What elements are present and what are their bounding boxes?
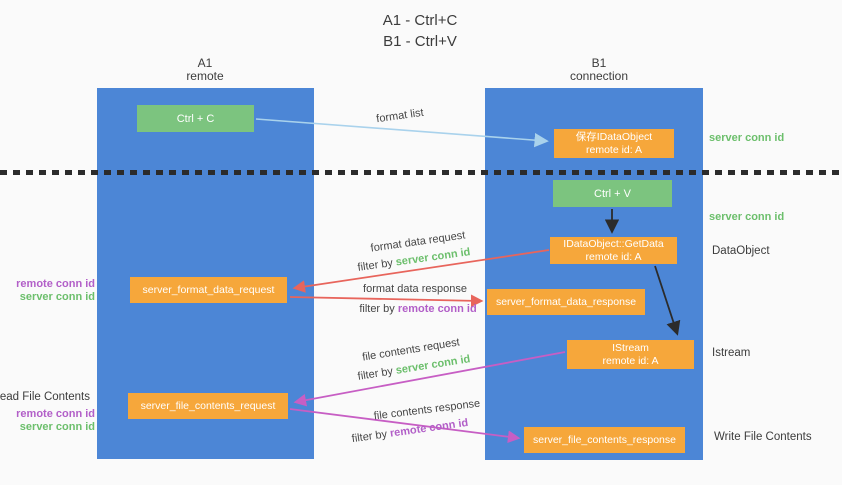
right-label-server-conn-id-top: server conn id (709, 132, 785, 144)
lane-b1-name: B1 (591, 56, 607, 70)
session-divider-dashed-line (0, 170, 842, 175)
lane-header-b1: B1 connection (539, 57, 659, 83)
right-label-dataobject: DataObject (712, 245, 770, 257)
lane-b1-role: connection (569, 69, 629, 83)
filter-by-text: filter by (351, 427, 391, 446)
filter-by-text: filter by (356, 256, 397, 274)
node-format-request-label: server_format_data_request (142, 283, 275, 296)
lane-a1-role: remote (186, 69, 224, 83)
node-ctrl-c-label: Ctrl + C (176, 112, 215, 125)
label-filter-format-response: filter by remote conn id (338, 303, 498, 315)
left-label-server-conn-id-bottom: server conn id (19, 421, 95, 433)
node-server-format-data-request: server_format_data_request (130, 277, 287, 303)
node-save-line2: remote id: A (585, 143, 643, 156)
lane-a1-name: A1 (197, 56, 213, 70)
label-format-data-response: format data response (345, 283, 485, 295)
node-ctrl-v-label: Ctrl + V (594, 187, 631, 200)
node-idataobject-getdata: IDataObject::GetData remote id: A (550, 237, 677, 264)
filter-by-text: filter by (356, 364, 397, 383)
node-file-response-label: server_file_contents_response (532, 433, 676, 446)
node-format-response-label: server_format_data_response (495, 295, 637, 308)
filter-value-remote-conn-id: remote conn id (397, 303, 477, 315)
label-format-list: format list (340, 102, 461, 131)
node-server-file-contents-response: server_file_contents_response (524, 427, 685, 453)
right-label-server-conn-id-mid: server conn id (709, 211, 785, 223)
node-save-line1: 保存IDataObject (575, 130, 653, 143)
left-label-server-conn-id-top: server conn id (19, 291, 95, 303)
title-line-2: B1 - Ctrl+V (383, 33, 457, 50)
filter-by-text: filter by (359, 303, 398, 315)
arrow-format-data-response (289, 294, 484, 308)
node-ctrl-c: Ctrl + C (137, 105, 254, 132)
node-ctrl-v: Ctrl + V (553, 180, 672, 207)
node-istream: IStream remote id: A (567, 340, 694, 369)
node-save-idataobject: 保存IDataObject remote id: A (554, 129, 674, 158)
node-istream-line1: IStream (612, 341, 649, 354)
label-format-data-response-text: format data response (363, 283, 467, 295)
label-format-list-text: format list (375, 106, 425, 126)
node-file-request-label: server_file_contents_request (140, 399, 276, 412)
left-label-remote-conn-id-bottom: remote conn id (16, 408, 95, 420)
left-label-remote-conn-id-top: remote conn id (16, 278, 95, 290)
node-server-format-data-response: server_format_data_response (487, 289, 645, 315)
lane-header-a1: A1 remote (145, 57, 265, 83)
node-istream-line2: remote id: A (602, 354, 659, 367)
diagram-title: A1 - Ctrl+C B1 - Ctrl+V (300, 10, 540, 52)
title-line-1: A1 - Ctrl+C (382, 12, 458, 29)
right-label-write-file-contents: Write File Contents (714, 431, 812, 443)
node-getdata-line2: remote id: A (585, 250, 642, 263)
filter-value-remote-conn-id: remote conn id (389, 416, 469, 440)
right-label-istream: Istream (712, 347, 751, 359)
left-label-read-file-contents: Read File Contents (0, 391, 90, 403)
node-server-file-contents-request: server_file_contents_request (128, 393, 288, 419)
node-getdata-line1: IDataObject::GetData (563, 237, 664, 250)
